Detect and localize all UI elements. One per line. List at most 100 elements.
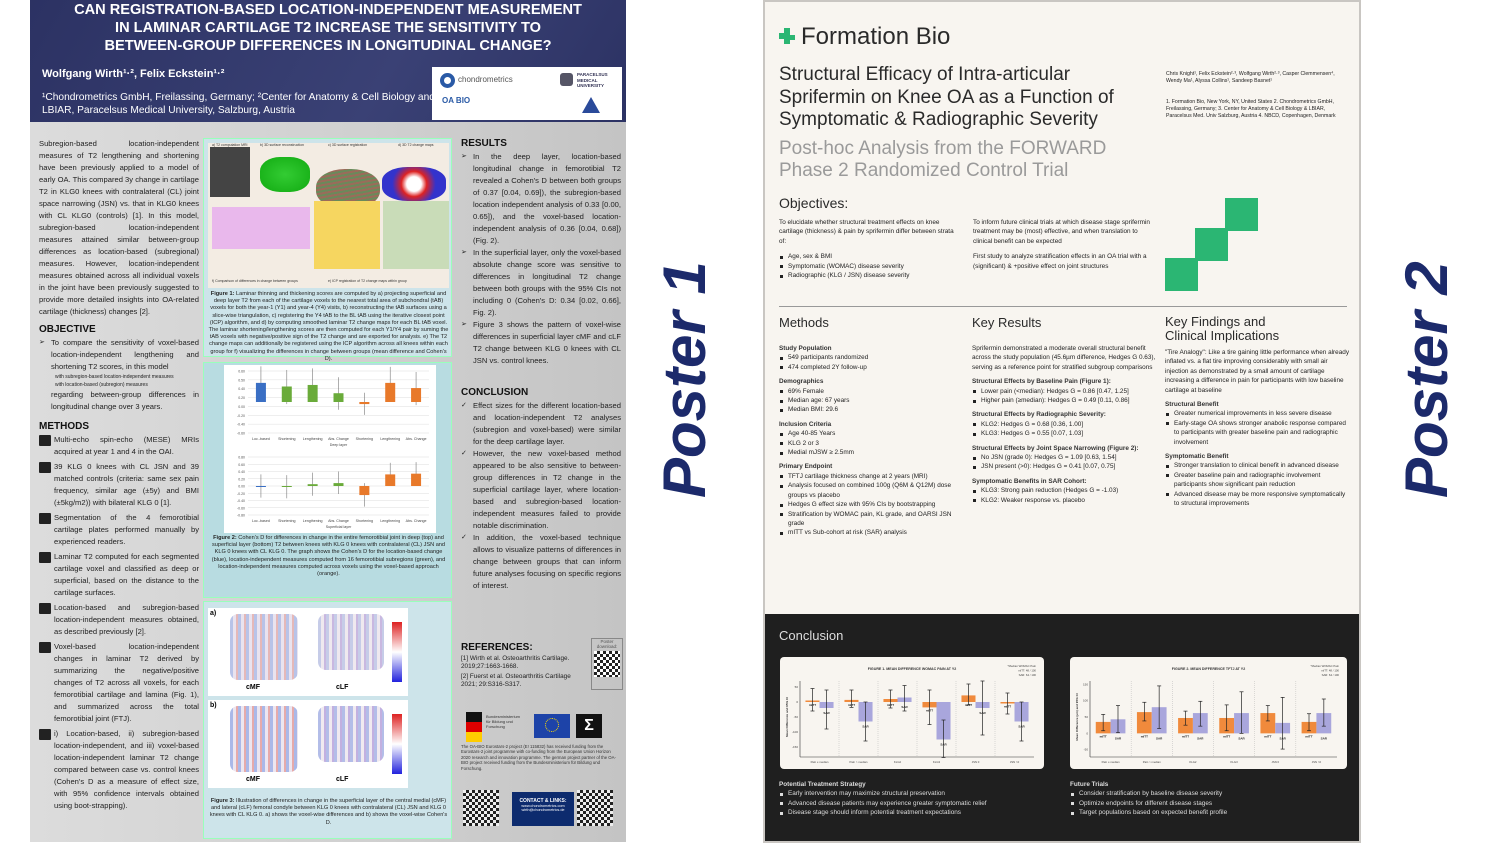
x-tick-label: Abs. Change <box>328 437 349 441</box>
group-item: No JSN (grade 0): Hedges G = 1.09 [0.63,… <box>972 453 1157 462</box>
method-item: i) Location-based, ii) subregion-based l… <box>39 728 199 812</box>
bar-mitt <box>1178 717 1193 734</box>
treatment-strategy: Potential Treatment Strategy Early inter… <box>779 780 1049 818</box>
contact-website[interactable]: www.chondrometrics.com <box>521 804 565 808</box>
x-tick-label: Abs. Change <box>406 437 427 441</box>
group-item: KLG3: Hedges G = 0.55 [0.07, 1.03] <box>972 429 1157 438</box>
series-label: mITT <box>809 703 816 707</box>
color-scale-a <box>392 622 402 682</box>
result-item: Figure 3 shows the pattern of voxel-wise… <box>461 319 621 367</box>
key-results-heading: Key Results <box>972 315 1042 330</box>
series-label: mITT <box>926 708 933 712</box>
clf-map-b <box>318 706 384 762</box>
qr-code-icon[interactable] <box>577 790 613 826</box>
future-trials-list: Consider stratification by baseline dise… <box>1070 789 1340 817</box>
strategy-item: Advanced disease patients may experience… <box>779 799 1049 808</box>
group-list: KLG2: Hedges G = 0.68 [0.36, 1.00]KLG3: … <box>972 420 1157 439</box>
poster-2: Formation Bio Structural Efficacy of Int… <box>763 0 1361 843</box>
objectives-left: To elucidate whether structural treatmen… <box>779 218 959 280</box>
panel-b-label: b) <box>210 702 217 709</box>
t2-change-map-image <box>382 167 446 201</box>
chart-title: Superficial layer <box>326 525 352 529</box>
chart-note: *Median WOMAC Pain <box>1311 664 1340 668</box>
objective-heading: OBJECTIVE <box>39 324 96 335</box>
title-line: Structural Efficacy of Intra-articular <box>779 64 1071 85</box>
method-text: Voxel-based location-independent changes… <box>54 642 199 723</box>
y-tick-label: 50 <box>1085 715 1089 719</box>
contact-email[interactable]: wirth@chondrometrics.de <box>521 808 565 812</box>
x-tick-label: KLG2 <box>894 760 902 764</box>
method-item: Location-based and subregion-based locat… <box>39 602 199 638</box>
cmf-label: cMF <box>246 684 260 691</box>
y-tick-label: 0.60 <box>238 463 245 467</box>
figure-1-womac-box: FIGURE 1. MEAN DIFFERENCE WOMAC PAIN AT … <box>780 657 1044 769</box>
title-line: IN LAMINAR CARTILAGE T2 INCREASE THE SEN… <box>115 20 541 36</box>
group-list: Stronger translation to clinical benefit… <box>1165 461 1351 508</box>
chondrometrics-logo-icon <box>440 73 455 88</box>
y-tick-label: 0.00 <box>238 485 245 489</box>
y-tick-label: 0.80 <box>238 456 245 460</box>
figure-3-caption: Figure 3: Illustration of differences in… <box>207 798 450 827</box>
x-tick-label: Abs. Change <box>328 519 349 523</box>
poster-2-title: Structural Efficacy of Intra-articular S… <box>779 64 1114 132</box>
bar <box>385 382 396 402</box>
treatment-strategy-list: Early intervention may maximize structur… <box>779 789 1049 817</box>
future-item: Target populations based on expected ben… <box>1070 808 1340 817</box>
group-2-maps <box>383 201 449 269</box>
group-item: Lower pain (<median): Hedges G = 0.86 [0… <box>972 387 1157 396</box>
contact-links-box[interactable]: CONTACT & LINKS: www.chondrometrics.com … <box>512 792 574 826</box>
chart-note: SAR: 64 / 100 <box>1322 673 1340 677</box>
qr-code-icon[interactable] <box>463 790 499 826</box>
conclusion-item: Effect sizes for the different location-… <box>461 400 621 448</box>
title-line: Sprifermin on Knee OA as a Function of <box>779 86 1114 108</box>
logo-panel: chondrometrics PARACELSUS MEDICAL UNIVER… <box>432 67 622 120</box>
y-tick-label: -100 <box>792 730 798 734</box>
x-tick-label: Abs. Change <box>406 519 427 523</box>
caption-label: Figure 1: <box>210 291 235 297</box>
surface-reconstruction-image <box>260 157 310 192</box>
x-tick-label: JSN 0 <box>972 760 980 764</box>
x-tick-label: Pain > median <box>1143 760 1161 764</box>
y-tick-label: -150 <box>792 745 798 749</box>
group-list: Lower pain (<median): Hedges G = 0.86 [0… <box>972 387 1157 406</box>
poster-2-subtitle: Post-hoc Analysis from the FORWARD Phase… <box>779 138 1106 182</box>
y-tick-label: -0.60 <box>237 506 245 510</box>
bar <box>281 486 292 487</box>
method-text: Location-based and subregion-based locat… <box>54 603 199 636</box>
qr-code-icon[interactable] <box>594 651 620 677</box>
method-text: Segmentation of the 4 femorotibial carti… <box>54 513 199 546</box>
conclusion-section: Conclusion FIGURE 1. MEAN DIFFERENCE WOM… <box>765 614 1359 841</box>
results-list: In the deep layer, location-based longit… <box>461 151 621 367</box>
pmu-logo: PARACELSUS MEDICAL UNIVERSITY <box>577 72 608 88</box>
conclusion-item: However, the new voxel-based method appe… <box>461 448 621 532</box>
method-icon <box>39 642 51 653</box>
group-item: 549 participants randomized <box>779 353 959 362</box>
eu-flag-icon <box>534 714 570 738</box>
method-icon <box>39 603 51 614</box>
future-item: Consider stratification by baseline dise… <box>1070 789 1340 798</box>
method-text: 39 KLG 0 knees with CL JSN and 39 matche… <box>54 462 199 507</box>
poster-download-box[interactable]: Poster download: <box>591 638 623 690</box>
bar <box>333 393 344 402</box>
bar <box>411 473 422 486</box>
subtitle-line: Post-hoc Analysis from the FORWARD <box>779 138 1107 159</box>
method-icon <box>39 513 51 524</box>
caption-text: Illustration of differences in change in… <box>209 798 448 826</box>
group-item: KLG3: Strong pain reduction (Hedges G = … <box>972 486 1157 495</box>
oa-bio-logo: OA BIO <box>442 96 471 105</box>
group-item: Greater numerical improvements in less s… <box>1165 409 1351 418</box>
title-line: Symptomatic & Radiographic Severity <box>779 109 1098 130</box>
method-item: 39 KLG 0 knees with CL JSN and 39 matche… <box>39 461 199 509</box>
x-tick-label: Pain ≤ median <box>1102 760 1120 764</box>
figure-3-panel-b: b) cMF cLF <box>208 700 408 788</box>
group-item: KLG 2 or 3 <box>779 439 959 448</box>
cmf-label: cMF <box>246 776 260 783</box>
x-tick-label: Lengthening <box>380 519 400 523</box>
future-item: Optimize endpoints for different disease… <box>1070 799 1340 808</box>
eurostars-logo-icon: Σ <box>576 714 602 738</box>
bar <box>333 483 344 486</box>
group-item: Hedges G effect size with 95% CIs by boo… <box>779 500 959 509</box>
group-title: Structural Benefit <box>1165 401 1219 409</box>
series-label: mITT <box>1264 734 1271 738</box>
